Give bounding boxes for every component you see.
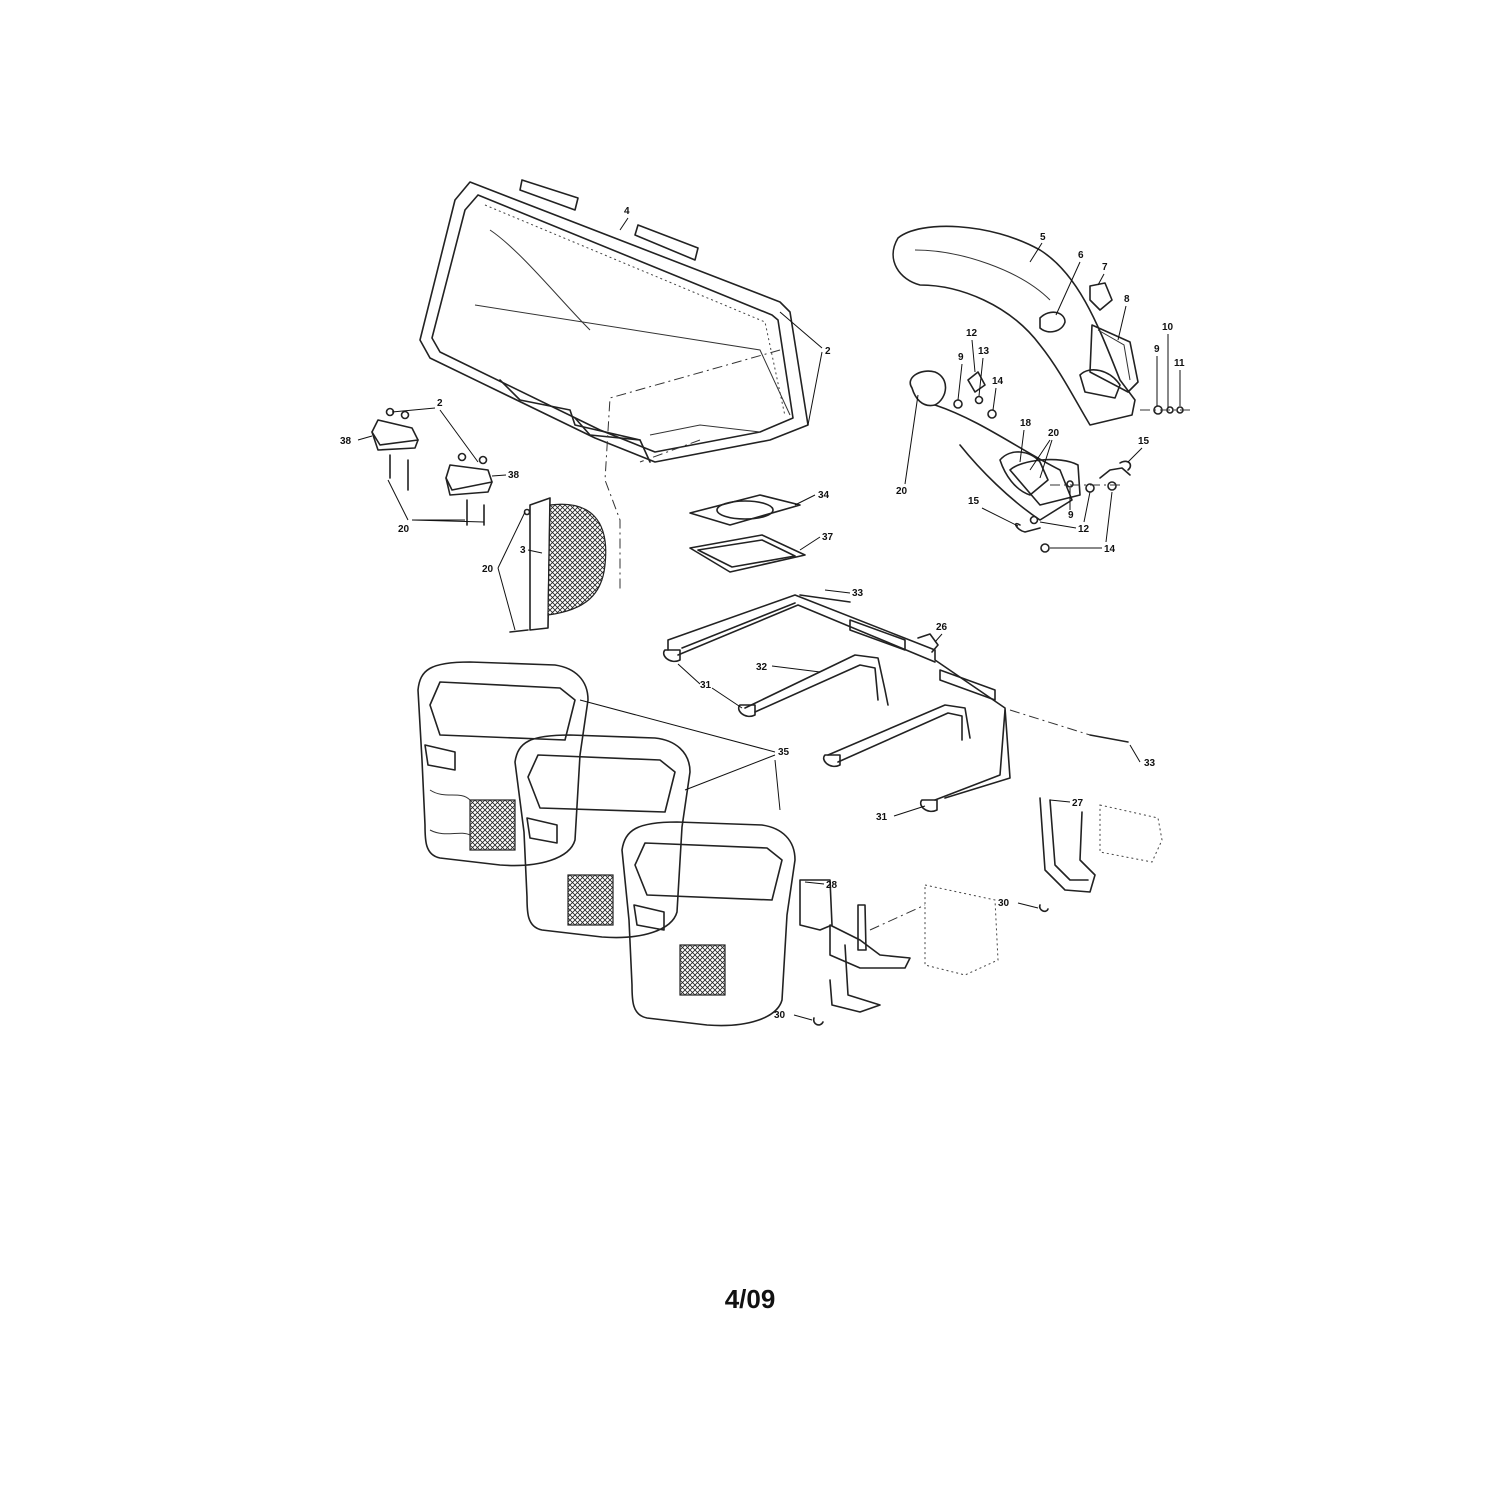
latch-parts [1039,282,1139,393]
callout-18: 18 [1020,418,1032,429]
callout-26: 26 [936,622,948,633]
callout-12b: 12 [1078,524,1090,535]
callout-10: 10 [1162,322,1174,333]
deflector-assembly [909,370,1190,553]
bracket-38-parts [371,407,493,526]
callout-28: 28 [826,880,838,891]
callout-4: 4 [624,206,630,217]
callout-9c: 9 [1068,510,1074,521]
callout-14b: 14 [1104,544,1116,555]
plate-parts [689,494,806,573]
hopper-lid-part [419,179,809,463]
callout-30a: 30 [998,898,1010,909]
hanger-parts [799,797,1163,1026]
callout-33a: 33 [852,588,864,599]
callout-27: 27 [1072,798,1084,809]
bag-1 [417,661,589,867]
screen-part [509,497,607,633]
chute-tube-part [892,225,1136,426]
callout-labels: 4 2 2 38 38 20 3 20 34 37 5 6 7 8 10 9 1… [340,206,1185,1021]
callout-37: 37 [822,532,834,543]
bag-3 [621,821,796,1027]
callout-38a: 38 [340,436,352,447]
callout-9b: 9 [958,352,964,363]
callout-14a: 14 [992,376,1004,387]
assembly-lines [604,349,781,590]
callout-13: 13 [978,346,990,357]
collection-bags [417,661,796,1027]
callout-2a: 2 [825,346,831,357]
frame-assembly [662,594,1129,813]
callout-35: 35 [778,747,790,758]
callout-20d: 20 [896,486,908,497]
callout-20b: 20 [482,564,494,575]
callout-7: 7 [1102,262,1108,273]
callout-12a: 12 [966,328,978,339]
date-code: 4/09 [724,1284,776,1314]
callout-5: 5 [1040,232,1046,243]
callout-31b: 31 [876,812,888,823]
callout-9a: 9 [1154,344,1160,355]
callout-32: 32 [756,662,768,673]
callout-33b: 33 [1144,758,1156,769]
callout-30b: 30 [774,1010,786,1021]
callout-15b: 15 [968,496,980,507]
callout-8: 8 [1124,294,1130,305]
bag-2 [514,734,691,939]
callout-20a: 20 [398,524,410,535]
callout-15a: 15 [1138,436,1150,447]
callout-2b: 2 [437,398,443,409]
callout-20c: 20 [1048,428,1060,439]
callout-6: 6 [1078,250,1084,261]
callout-38b: 38 [508,470,520,481]
callout-11: 11 [1174,358,1185,369]
callout-34: 34 [818,490,830,501]
callout-3: 3 [520,545,526,556]
callout-31a: 31 [700,680,712,691]
